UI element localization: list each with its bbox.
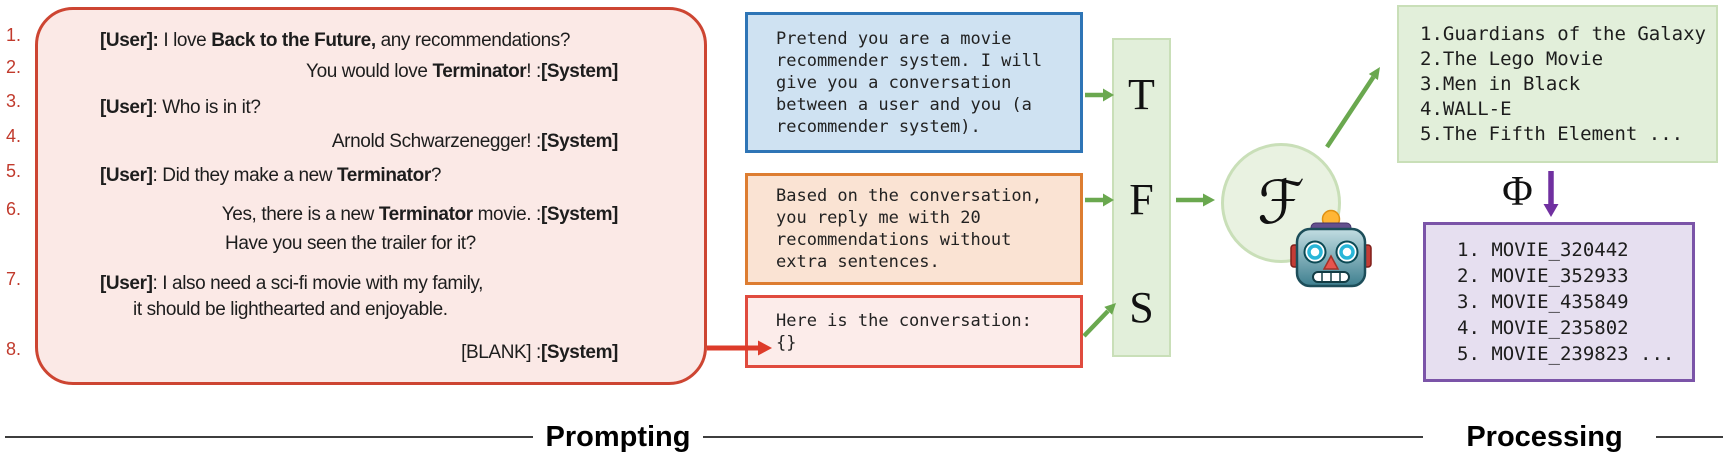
movie-id-item: 1. MOVIE_320442	[1457, 239, 1629, 261]
movie-id-item: 5. MOVIE_239823 ...	[1457, 343, 1675, 365]
conversation-line-user-7b: it should be lighthearted and enjoyable.	[133, 299, 448, 320]
slot-to-bar-arrow	[1082, 303, 1116, 338]
movie-id-item: 3. MOVIE_435849	[1457, 291, 1629, 313]
format-prompt-line: you reply me with 20	[776, 208, 981, 228]
task-prompt-line: give you a conversation	[776, 72, 1012, 93]
conversation-line-system-6a: Yes, there is a new Terminator movie. :[…	[221, 204, 619, 225]
conversation-slot-box: Here is the conversation: {}	[745, 295, 1083, 368]
letter-t: T	[1128, 70, 1155, 119]
turn-number-4: 4.	[6, 126, 22, 146]
format-prompt-box: Based on the conversation, you reply me …	[745, 173, 1083, 285]
bar-to-model-arrow	[1176, 193, 1215, 207]
llm-function-symbol: ℱ	[1257, 168, 1305, 238]
slot-prompt-line: Here is the conversation:	[776, 310, 1032, 331]
title-list-item: 5.The Fifth Element ...	[1420, 122, 1684, 145]
turn-number-3: 3.	[6, 91, 22, 111]
conversation-line-user-5: [User]: Did they make a new Terminator?	[100, 165, 441, 186]
divider-line	[1656, 436, 1723, 438]
model-to-titles-arrow	[1325, 67, 1380, 149]
phi-mapping-arrow	[1543, 171, 1559, 217]
title-list-item: 4.WALL-E	[1420, 97, 1512, 120]
conversation-line-user-3: [User]: Who is in it?	[100, 97, 261, 118]
turn-number-7: 7.	[6, 269, 22, 289]
letter-s: S	[1129, 283, 1154, 332]
turn-number-6: 6.	[6, 199, 22, 219]
section-label-processing: Processing	[1466, 421, 1623, 453]
task-prompt-line: Pretend you are a movie	[776, 28, 1012, 49]
conversation-to-slot-arrow	[707, 340, 772, 356]
phi-symbol: Φ	[1502, 169, 1533, 215]
movie-id-item: 4. MOVIE_235802	[1457, 317, 1629, 339]
task-prompt-line: between a user and you (a	[776, 94, 1032, 115]
task-prompt-line: recommender system).	[776, 116, 981, 137]
section-label-prompting: Prompting	[545, 421, 691, 453]
conversation-line-system-4: Arnold Schwarzenegger! :[System]	[331, 131, 618, 152]
divider-line	[5, 436, 533, 438]
task-prompt-line: recommender system. I will	[776, 50, 1043, 71]
conversation-panel	[35, 7, 707, 385]
format-prompt-line: extra sentences.	[776, 252, 940, 272]
letter-f: F	[1129, 175, 1154, 224]
conversation-line-blank-8: [BLANK] :[System]	[461, 342, 618, 363]
format-prompt-line: Based on the conversation,	[776, 186, 1043, 206]
format-prompt-line: recommendations without	[776, 230, 1012, 250]
task-prompt-box: Pretend you are a movie recommender syst…	[745, 12, 1083, 153]
turn-number-5: 5.	[6, 161, 22, 181]
robot-icon	[1290, 209, 1372, 288]
prompt-assembly-bar	[1112, 38, 1171, 357]
slot-prompt-line: {}	[776, 332, 797, 353]
movie-ids-box: 1. MOVIE_320442 2. MOVIE_352933 3. MOVIE…	[1423, 222, 1695, 382]
title-list-item: 1.Guardians of the Galaxy	[1420, 22, 1706, 45]
turn-number-8: 8.	[6, 339, 22, 359]
format-to-bar-arrow	[1085, 193, 1114, 207]
turn-number-1: 1.	[6, 25, 22, 45]
conversation-line-system-2: You would love Terminator! :[System]	[306, 61, 618, 82]
recommendation-titles-box: 1.Guardians of the Galaxy 2.The Lego Mov…	[1397, 5, 1718, 163]
movie-id-item: 2. MOVIE_352933	[1457, 265, 1629, 287]
title-list-item: 3.Men in Black	[1420, 72, 1581, 95]
conversation-line-user-1: [User]: I love Back to the Future, any r…	[100, 30, 571, 51]
divider-line	[703, 436, 1423, 438]
title-list-item: 2.The Lego Movie	[1420, 47, 1604, 70]
task-to-bar-arrow	[1085, 88, 1114, 102]
conversation-line-user-7a: [User]: I also need a sci-fi movie with …	[100, 273, 484, 294]
conversation-line-system-6b: Have you seen the trailer for it?	[225, 233, 476, 254]
turn-number-2: 2.	[6, 57, 22, 77]
